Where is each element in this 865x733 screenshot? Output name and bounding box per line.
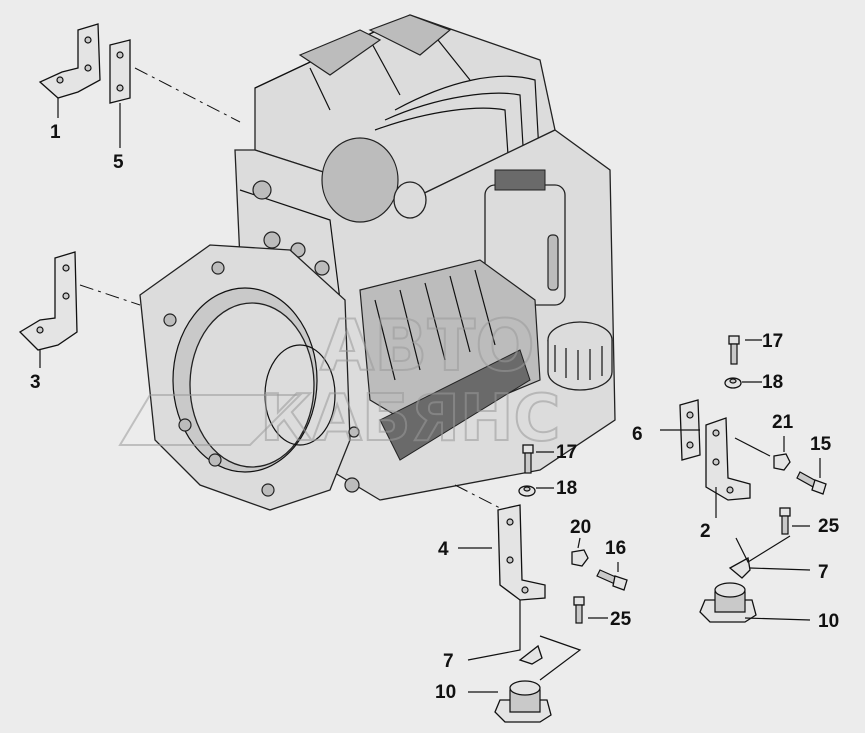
washer-18-lower — [518, 485, 536, 497]
placement-line-5 — [134, 67, 241, 123]
callout-10-left: 10 — [435, 682, 456, 703]
rubber-mount-10-right — [699, 582, 757, 623]
placement-line-3 — [79, 284, 141, 306]
callout-3: 3 — [30, 372, 41, 393]
callout-21: 21 — [772, 412, 794, 433]
plate-7-right — [728, 556, 751, 579]
bolt-25-right — [779, 507, 791, 535]
bracket-2 — [705, 417, 751, 501]
bolt-17-upper — [728, 335, 740, 365]
watermark-line2: КАБЯНС — [260, 382, 560, 456]
engine-assembly — [139, 14, 616, 511]
bolt-16 — [596, 569, 628, 591]
callout-17-upper: 17 — [762, 331, 783, 352]
bolt-17-lower — [522, 444, 534, 474]
watermark: АВТО КАБЯНС — [118, 304, 561, 457]
callout-6: 6 — [632, 424, 643, 445]
placement-line-4 — [454, 484, 501, 509]
callout-25-left: 25 — [610, 609, 632, 630]
callout-20: 20 — [570, 517, 591, 538]
bolt-25-left — [573, 596, 585, 624]
callout-17-lower: 17 — [556, 442, 577, 463]
bolt-15 — [796, 471, 827, 495]
nut-20 — [571, 549, 589, 567]
watermark-line1: АВТО — [320, 305, 535, 387]
callout-10-right: 10 — [818, 611, 839, 632]
bracket-5 — [109, 39, 131, 104]
callout-7-left: 7 — [443, 651, 454, 672]
callout-25-right: 25 — [818, 516, 840, 537]
washer-18-upper — [724, 377, 742, 389]
leader-lines — [39, 98, 821, 693]
callout-18-lower: 18 — [556, 478, 577, 499]
callout-2: 2 — [700, 521, 711, 542]
plate-7-left — [518, 644, 543, 665]
bracket-4 — [497, 504, 546, 601]
callout-7-right: 7 — [818, 562, 829, 583]
callout-1: 1 — [50, 122, 61, 143]
callout-4: 4 — [438, 539, 449, 560]
callout-18-upper: 18 — [762, 372, 783, 393]
nut-21 — [773, 453, 791, 471]
callout-15: 15 — [810, 434, 832, 455]
callout-5: 5 — [113, 152, 124, 173]
bracket-1 — [38, 23, 101, 99]
callout-16: 16 — [605, 538, 626, 559]
rubber-mount-10-left — [494, 680, 552, 723]
bracket-3 — [18, 251, 78, 351]
